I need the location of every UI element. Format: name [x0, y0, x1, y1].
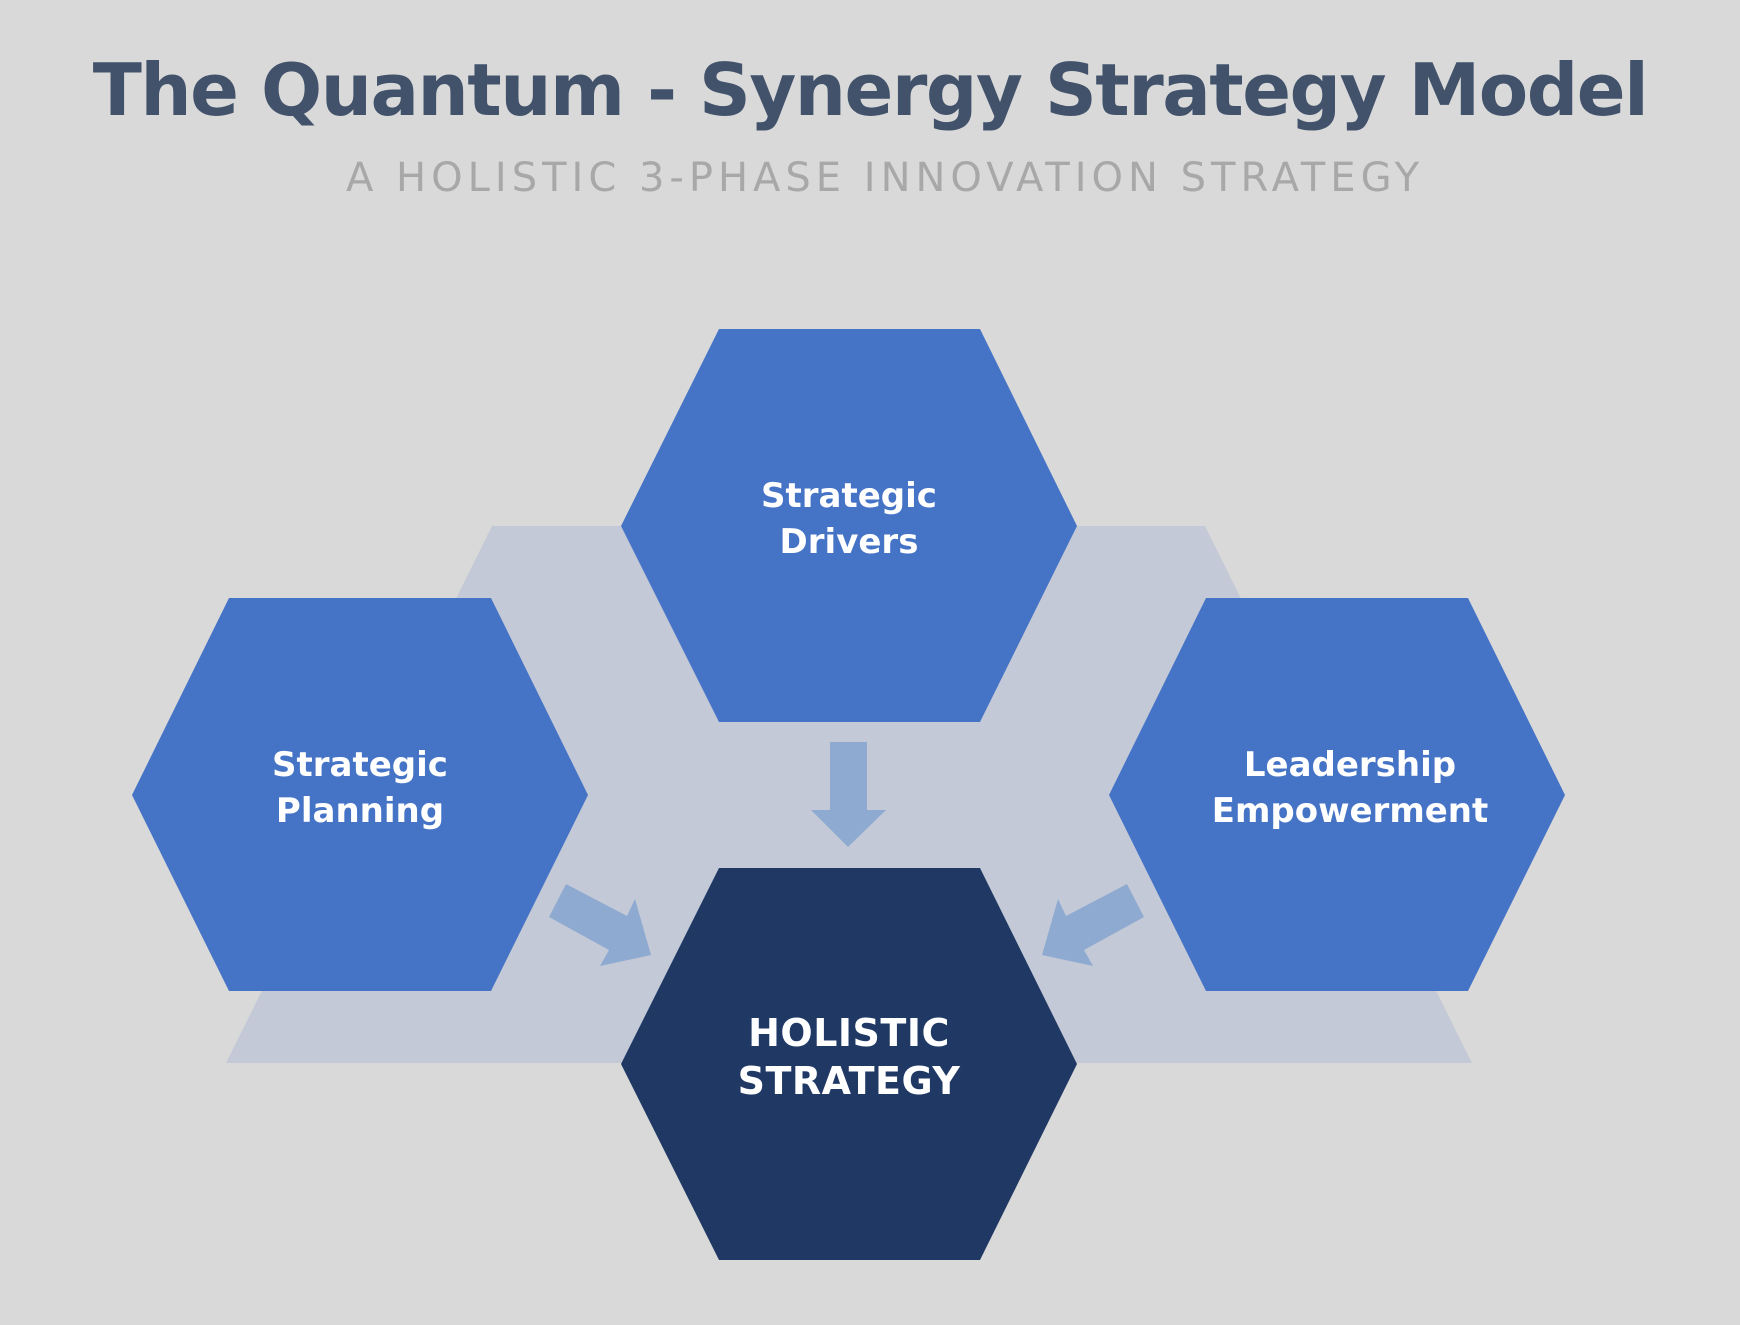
label-line: Strategic	[272, 745, 448, 785]
label-line: STRATEGY	[737, 1059, 961, 1103]
arrow-down-right-icon	[549, 884, 651, 966]
label-line: Empowerment	[1211, 791, 1489, 831]
label-line: Leadership	[1243, 745, 1457, 785]
label-leadership-empowerment: Leadership Empowerment	[1212, 742, 1489, 834]
hexagon-holistic-strategy[interactable]	[621, 868, 1077, 1260]
label-line: HOLISTIC	[748, 1011, 950, 1055]
label-line: Planning	[275, 791, 445, 831]
hexagon-leadership-empowerment[interactable]	[1109, 598, 1565, 991]
hexagon-strategic-planning[interactable]	[132, 598, 588, 991]
label-holistic-strategy: HOLISTIC STRATEGY	[738, 1009, 961, 1105]
label-strategic-planning: Strategic Planning	[272, 742, 448, 834]
page-title: The Quantum - Synergy Strategy Model	[92, 48, 1649, 132]
page-subtitle: A HOLISTIC 3-PHASE INNOVATION STRATEGY	[345, 155, 1425, 201]
hexagon-strategic-drivers[interactable]	[621, 329, 1077, 722]
label-strategic-drivers: Strategic Drivers	[761, 473, 937, 565]
arrow-down-left-icon	[1042, 884, 1144, 966]
label-line: Drivers	[779, 522, 919, 562]
label-line: Strategic	[761, 476, 937, 516]
arrow-down-icon	[811, 742, 886, 847]
